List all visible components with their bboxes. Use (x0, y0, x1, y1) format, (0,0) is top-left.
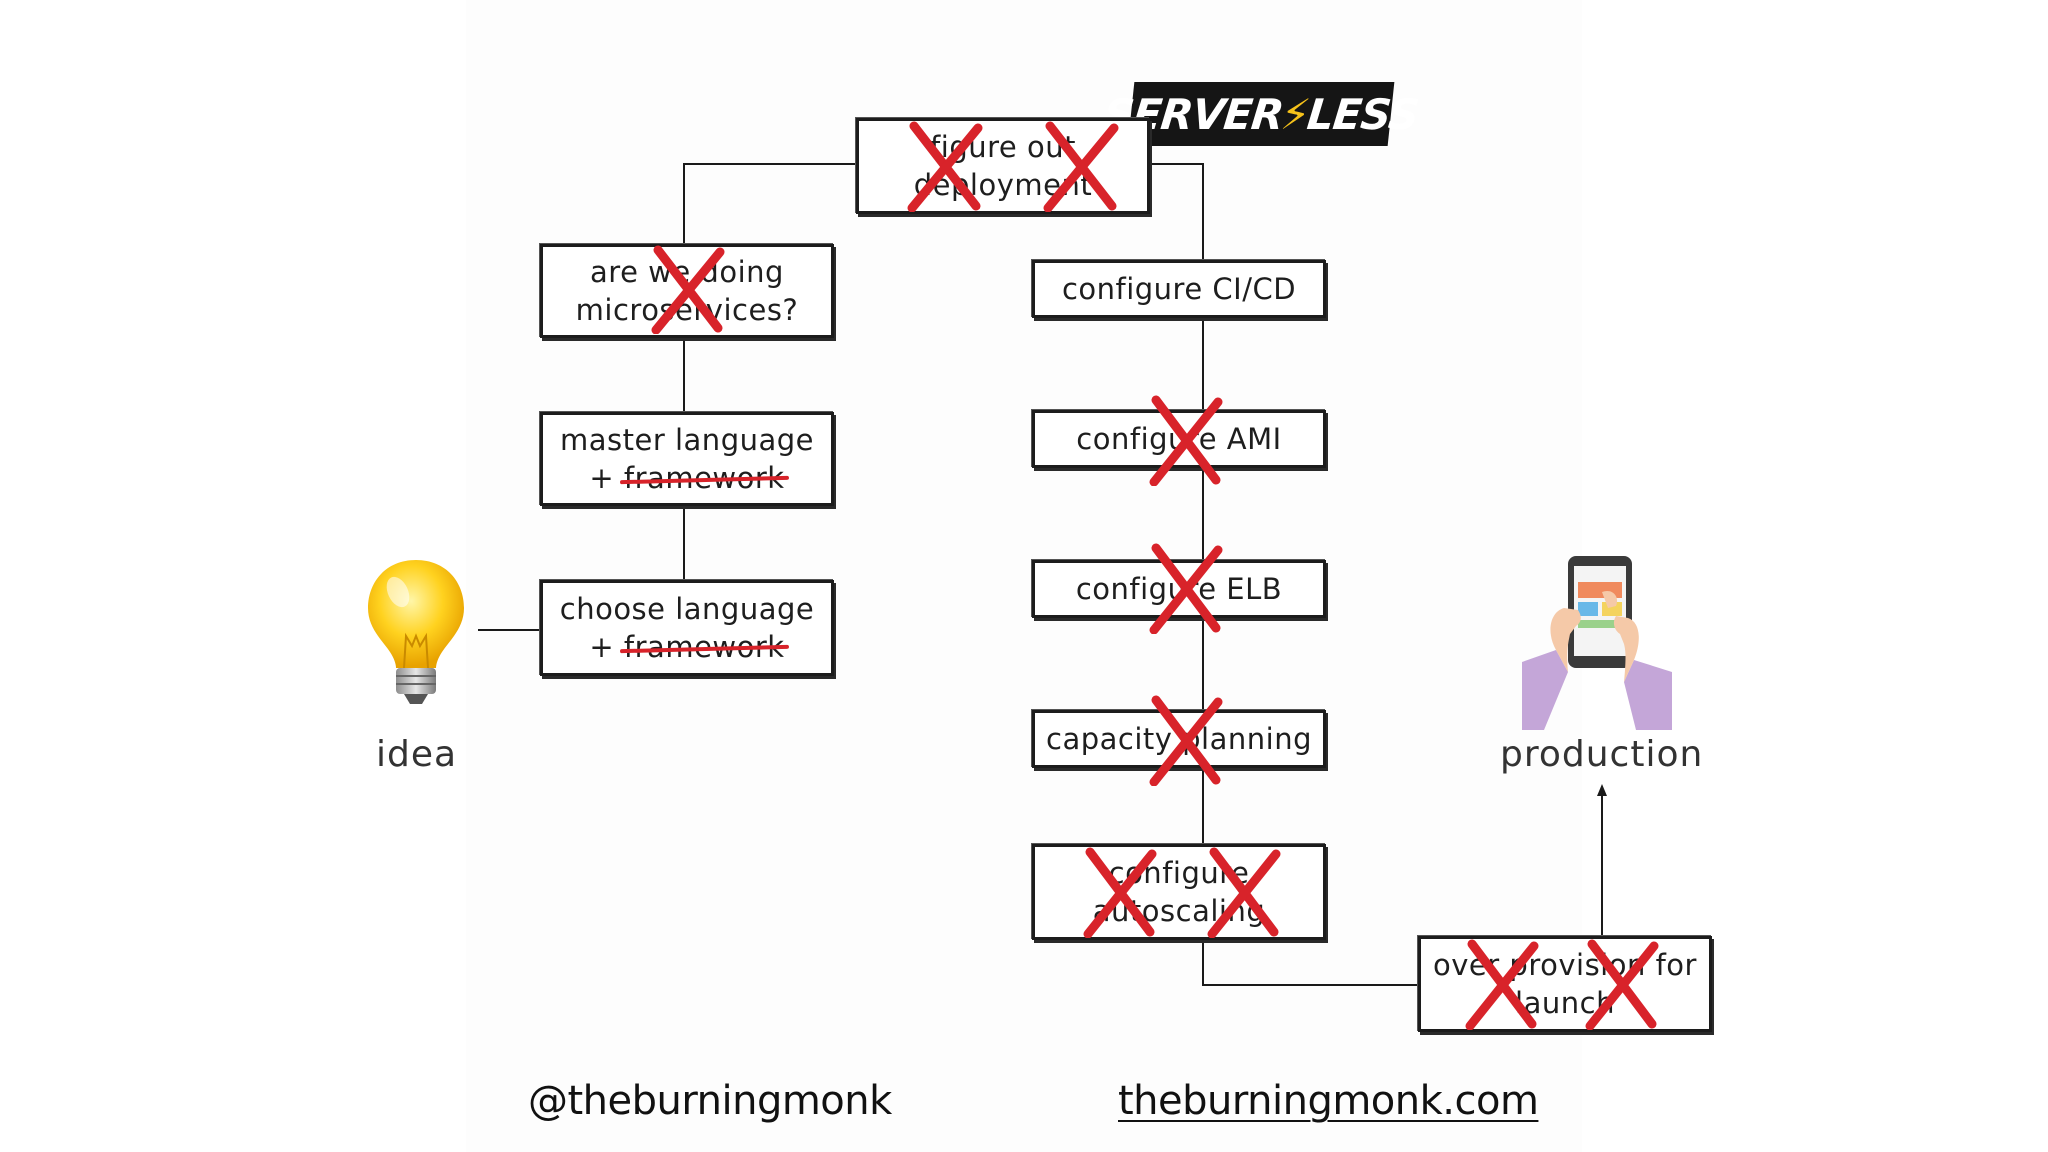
step-label-line2: autoscaling (1092, 894, 1266, 928)
step-label-line1: configure (1108, 856, 1250, 890)
idea-caption: idea (376, 734, 458, 775)
step-label-line2: microservices? (575, 293, 799, 327)
struck-framework-label: framework (619, 630, 789, 664)
step-configure-autoscaling: configure autoscaling (1032, 844, 1326, 940)
step-label-line2: launch (1515, 986, 1615, 1020)
step-label-prefix: + (589, 461, 624, 495)
phone-in-hands-icon (1522, 556, 1672, 730)
step-label-line1: configure ELB (1075, 572, 1283, 606)
connector-deployment-to-cicd (1150, 163, 1204, 260)
step-label-line1: figure out (930, 130, 1076, 164)
website-link[interactable]: theburningmonk.com (1118, 1078, 1539, 1124)
connector-microservices-to-deployment (683, 163, 856, 244)
production-caption: production (1500, 734, 1704, 775)
step-microservices: are we doing microservices? (540, 244, 834, 338)
step-choose-language: choose language + framework (540, 580, 834, 676)
arrowhead-production (1597, 784, 1607, 796)
step-configure-cicd: configure CI/CD (1032, 260, 1326, 318)
step-label-line1: over provision for (1433, 948, 1697, 982)
step-label-line1: capacity planning (1046, 722, 1312, 756)
step-label-line1: master language (560, 423, 814, 457)
step-label-line1: configure CI/CD (1061, 272, 1297, 306)
step-configure-elb: configure ELB (1032, 560, 1326, 618)
step-figure-out-deployment: figure out deployment (856, 118, 1150, 214)
step-label-line1: choose language (559, 592, 815, 626)
step-label-prefix: + (589, 630, 624, 664)
logo-text-less: LESS (1304, 89, 1421, 139)
step-label-line2: deployment (913, 168, 1093, 202)
step-master-language: master language + framework (540, 412, 834, 506)
twitter-handle: @theburningmonk (528, 1078, 892, 1124)
step-label-line1: are we doing (590, 255, 784, 289)
step-over-provision: over provision for launch (1418, 936, 1712, 1032)
serverless-logo: SERVER⚡LESS (1102, 82, 1420, 146)
step-label-line1: configure AMI (1076, 422, 1282, 456)
lightbulb-icon (368, 560, 464, 704)
step-capacity-planning: capacity planning (1032, 710, 1326, 768)
connector-autoscaling-to-overprovision (1202, 940, 1418, 986)
step-configure-ami: configure AMI (1032, 410, 1326, 468)
struck-framework-label: framework (619, 461, 789, 495)
